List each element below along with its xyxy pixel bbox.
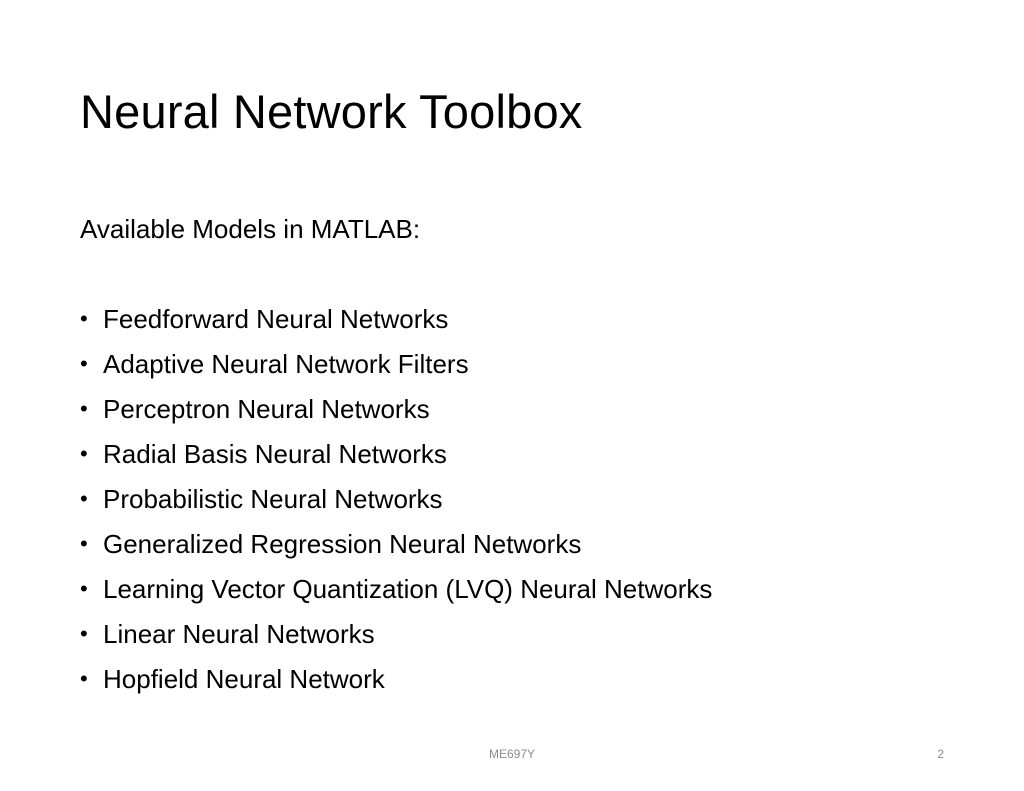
slide-subtitle: Available Models in MATLAB:: [80, 214, 421, 244]
list-item-text: Radial Basis Neural Networks: [103, 439, 447, 469]
list-item-text: Linear Neural Networks: [103, 619, 375, 649]
list-item-text: Learning Vector Quantization (LVQ) Neura…: [103, 574, 713, 604]
list-item-text: Hopfield Neural Network: [103, 664, 385, 694]
bullet-icon: •: [80, 441, 88, 466]
list-item-text: Probabilistic Neural Networks: [103, 484, 443, 514]
bullet-icon: •: [80, 396, 88, 421]
footer-page-number: 2: [937, 747, 944, 761]
list-item-text: Perceptron Neural Networks: [103, 394, 430, 424]
bullet-icon: •: [80, 666, 88, 691]
bullet-icon: •: [80, 621, 88, 646]
list-item-text: Adaptive Neural Network Filters: [103, 349, 469, 379]
bullet-icon: •: [80, 351, 88, 376]
bullet-icon: •: [80, 531, 88, 556]
footer-course-code: ME697Y: [488, 747, 536, 761]
bullet-icon: •: [80, 576, 88, 601]
bullet-icon: •: [80, 486, 88, 511]
slide-title: Neural Network Toolbox: [80, 85, 583, 138]
list-item-text: Generalized Regression Neural Networks: [103, 529, 582, 559]
bullet-icon: •: [80, 306, 88, 331]
list-item-text: Feedforward Neural Networks: [103, 304, 449, 334]
